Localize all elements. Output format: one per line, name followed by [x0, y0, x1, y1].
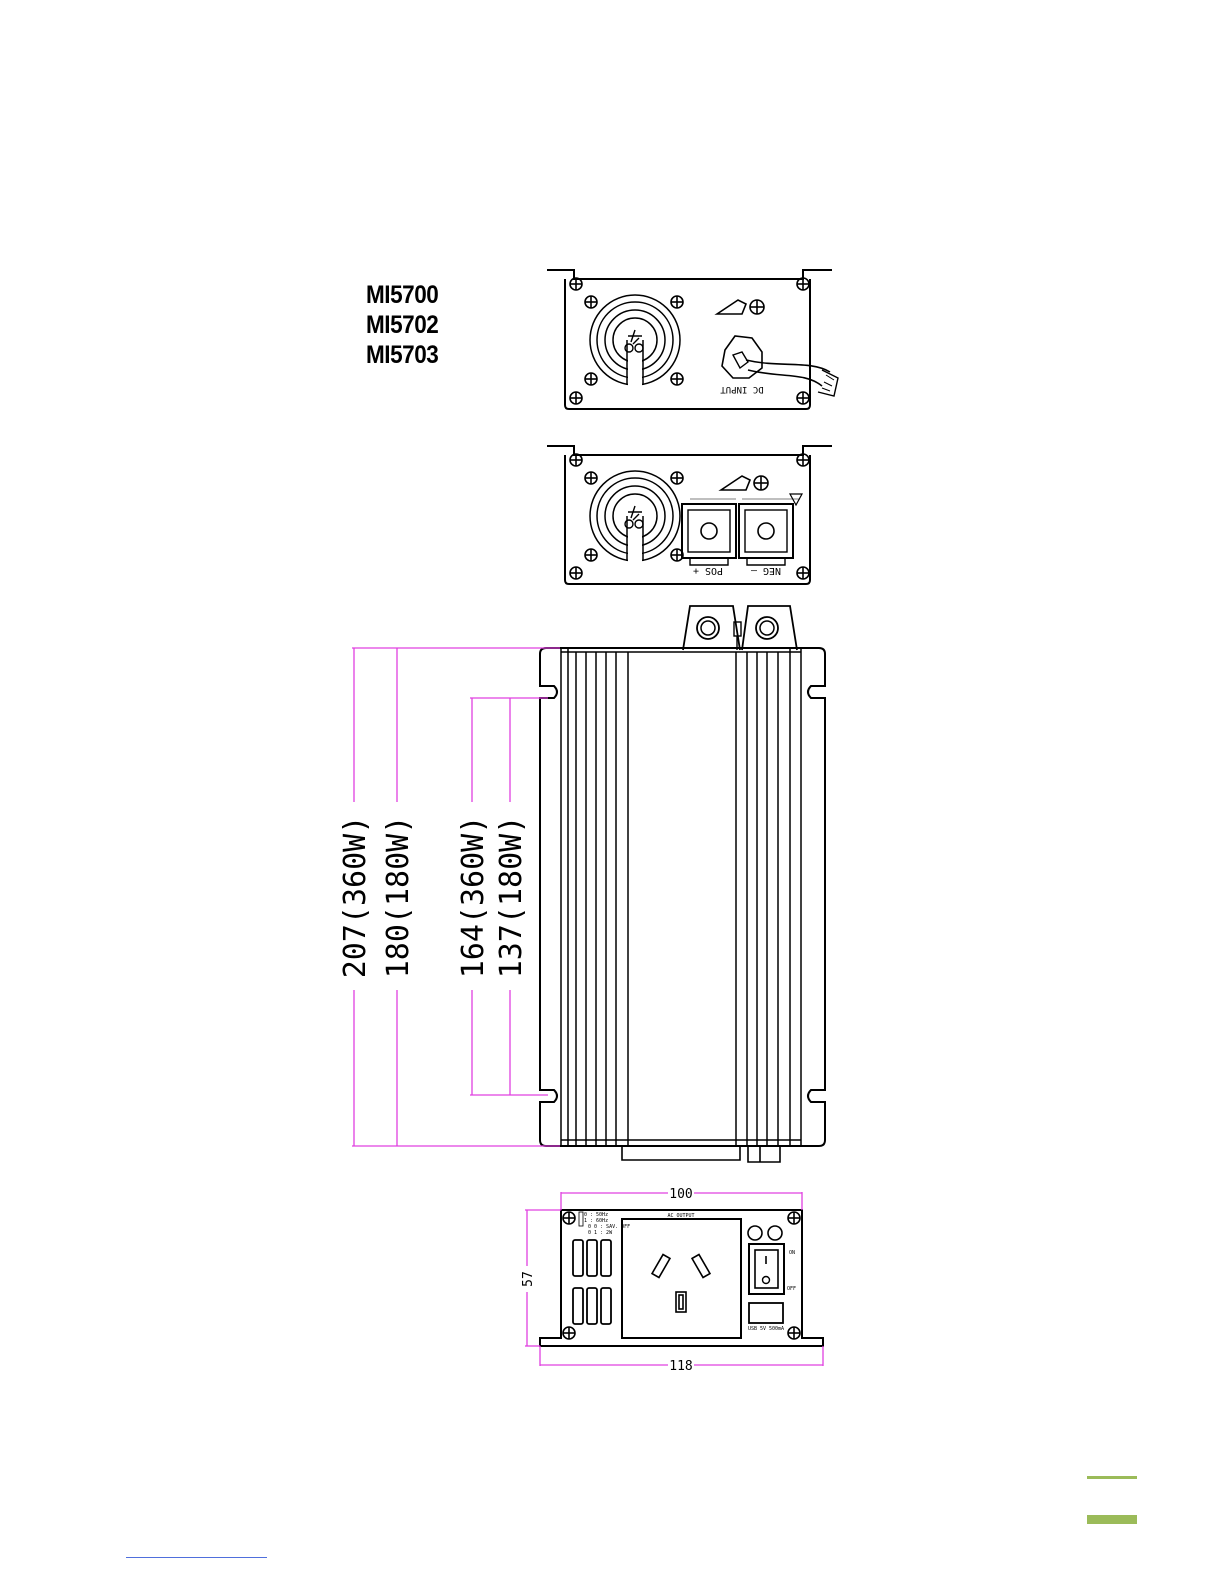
footer-rule: [126, 1557, 267, 1558]
on-label: ON: [789, 1250, 795, 1256]
led-indicator: [748, 1226, 762, 1240]
dim-164: 164(360W): [456, 816, 491, 979]
vent-slots: [573, 1240, 611, 1324]
dim-height: 57: [521, 1271, 536, 1287]
dim-width-top: 100: [669, 1187, 692, 1202]
dim-180: 180(180W): [381, 816, 416, 979]
rear-panel-dc-input: DC INPUT: [547, 270, 838, 409]
dc-input-label: DC INPUT: [720, 384, 764, 394]
accent-bar: [1087, 1515, 1137, 1524]
usb-port-icon: [749, 1303, 783, 1323]
power-switch: [749, 1244, 784, 1294]
dim-width-bottom: 118: [669, 1359, 692, 1374]
dip-setting: 0 1 : 2W: [588, 1230, 613, 1236]
usb-label: USB 5V 500mA: [748, 1326, 784, 1332]
neg-label: NEG —: [750, 565, 781, 576]
positive-terminal: [682, 504, 736, 565]
ac-outlet: [622, 1219, 741, 1338]
led-indicator: [768, 1226, 782, 1240]
negative-terminal: [739, 504, 793, 565]
dim-207: 207(360W): [338, 816, 373, 979]
top-view: [540, 606, 825, 1162]
ac-output-label: AC OUTPUT: [667, 1213, 694, 1219]
ground-terminal-icon: [717, 300, 764, 314]
outlet-socket-icon: [652, 1254, 710, 1312]
fan-icon: [590, 295, 680, 388]
rear-panel-terminals: POS + NEG —: [547, 446, 832, 584]
accent-bar: [1087, 1476, 1137, 1479]
dim-137: 137(180W): [494, 816, 529, 979]
fan-icon: [590, 471, 680, 564]
off-label: OFF: [787, 1286, 796, 1292]
pos-label: POS +: [693, 565, 723, 576]
front-panel-ac-output: 0 : 50Hz 1 : 60Hz 0 0 : SAV. OFF 0 1 : 2…: [540, 1210, 823, 1346]
ground-terminal-icon: [721, 476, 768, 490]
